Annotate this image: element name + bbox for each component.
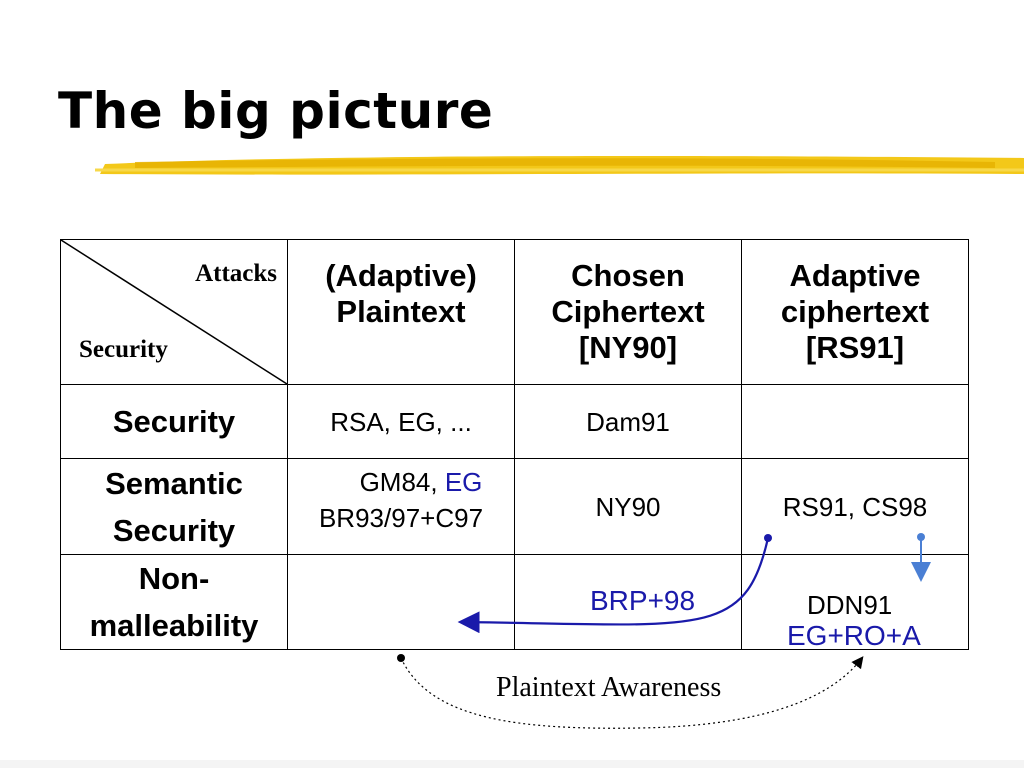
corner-attacks-label: Attacks bbox=[195, 260, 277, 287]
ddn91-label: DDN91 bbox=[807, 590, 893, 620]
cell-security-plaintext: RSA, EG, ... bbox=[287, 384, 515, 459]
cell-semantic-cca: NY90 bbox=[514, 458, 742, 555]
title-underline-brushstroke bbox=[95, 156, 1024, 175]
column-header-adaptive-ciphertext: Adaptive ciphertext [RS91] bbox=[741, 239, 969, 385]
row-label-security: Security bbox=[60, 384, 288, 459]
column-header-line: [RS91] bbox=[805, 330, 905, 365]
plaintext-awareness-label: Plaintext Awareness bbox=[496, 672, 722, 703]
column-header-line: Chosen bbox=[571, 258, 685, 293]
cell-semantic-plaintext: GM84, EG BR93/97+C97 bbox=[287, 458, 515, 555]
column-header-chosen-ciphertext: Chosen Ciphertext [NY90] bbox=[514, 239, 742, 385]
table-corner-cell: Attacks Security bbox=[60, 239, 288, 385]
slide-bottom-bar bbox=[0, 760, 1024, 768]
column-header-line: ciphertext bbox=[780, 294, 930, 329]
row-label-line: malleability bbox=[89, 608, 259, 643]
awareness-start-dot bbox=[397, 654, 405, 662]
slide-title: The big picture bbox=[58, 82, 494, 140]
brp98-label: BRP+98 bbox=[590, 585, 696, 616]
cell-nm-plaintext bbox=[287, 554, 515, 650]
row-label-line: Non- bbox=[138, 561, 210, 596]
security-attack-matrix: Attacks Security (Adaptive) Plaintext Ch… bbox=[60, 239, 969, 650]
corner-security-label: Security bbox=[79, 336, 168, 363]
column-header-adaptive-plaintext: (Adaptive) Plaintext bbox=[287, 239, 515, 385]
eg-ro-a-label: EG+RO+A bbox=[787, 620, 921, 651]
corner-diagonal bbox=[61, 240, 287, 384]
cell-semantic-cca2: RS91, CS98 bbox=[741, 458, 969, 555]
column-header-line: [NY90] bbox=[578, 330, 678, 365]
cell-security-cca: Dam91 bbox=[514, 384, 742, 459]
column-header-line: (Adaptive) bbox=[325, 258, 477, 293]
row-label-line: Semantic bbox=[105, 465, 243, 501]
row-label-semantic-security: Semantic Security bbox=[60, 458, 288, 555]
cell-text-highlight: EG bbox=[444, 466, 483, 497]
cell-nm-cca2 bbox=[741, 554, 969, 650]
column-header-line: Adaptive bbox=[789, 258, 921, 293]
cell-text: BR93/97+C97 bbox=[318, 502, 484, 533]
cell-security-cca2 bbox=[741, 384, 969, 459]
column-header-line: Plaintext bbox=[336, 294, 466, 329]
cell-text: GM84, bbox=[359, 466, 445, 497]
column-header-line: Ciphertext bbox=[551, 294, 705, 329]
row-label-line: Security bbox=[112, 512, 236, 548]
row-label-non-malleability: Non- malleability bbox=[60, 554, 288, 650]
